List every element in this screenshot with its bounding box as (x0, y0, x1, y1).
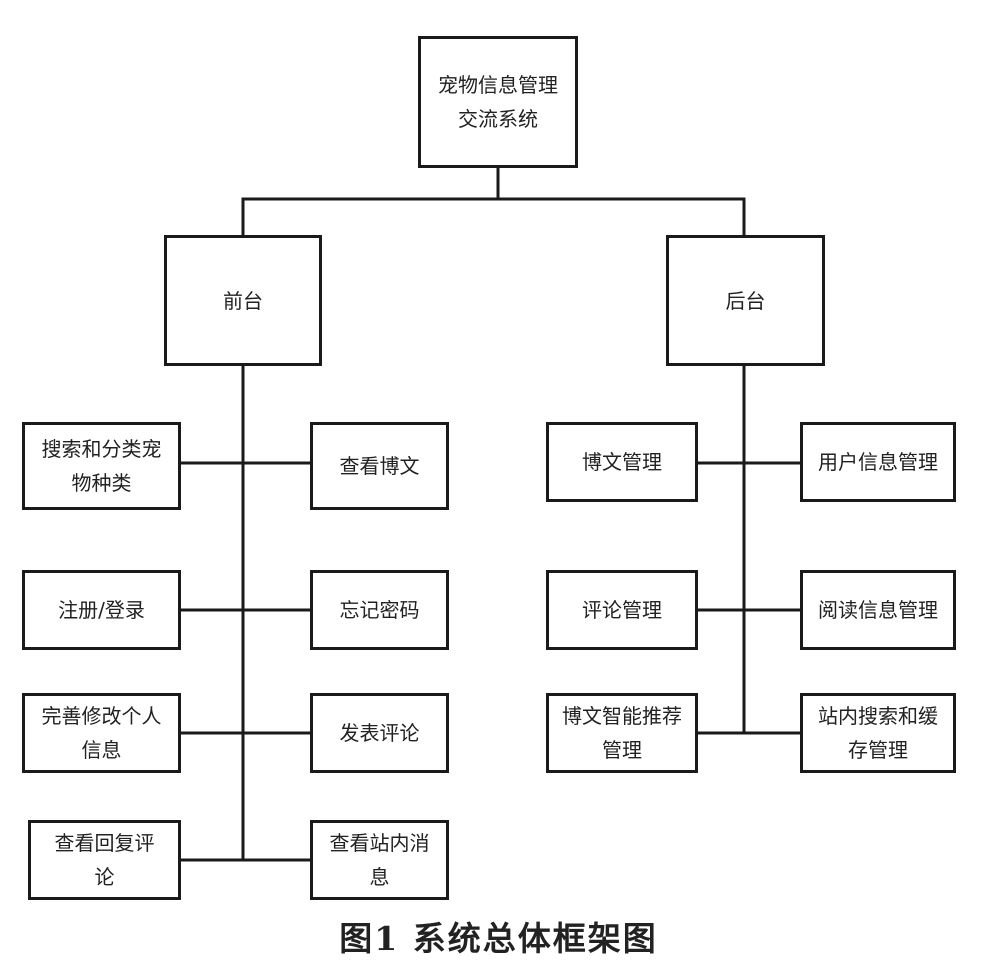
figure-caption: 图1 系统总体框架图 (339, 919, 658, 958)
front-node-label: 前台 (223, 288, 263, 313)
front-item-label: 查看博文 (339, 454, 420, 478)
front-item-edit-profile: 完善修改个人信息 (22, 693, 181, 773)
back-item-comment-management: 评论管理 (546, 570, 698, 650)
back-item-search-cache-management: 站内搜索和缓存管理 (800, 693, 956, 773)
front-item-label: 完善修改个人信息 (41, 704, 162, 762)
front-node: 前台 (164, 235, 322, 366)
back-item-label: 阅读信息管理 (818, 598, 938, 622)
front-item-post-comment: 发表评论 (310, 693, 449, 773)
front-item-view-site-messages: 查看站内消息 (310, 820, 449, 900)
back-node: 后台 (666, 235, 825, 366)
root-node-label: 宠物信息管理交流系统 (438, 73, 558, 131)
back-node-label: 后台 (725, 288, 766, 313)
front-item-search-pet-types: 搜索和分类宠物种类 (22, 422, 181, 510)
front-item-view-replies: 查看回复评论 (28, 820, 181, 900)
front-item-view-posts: 查看博文 (310, 422, 449, 510)
back-item-label: 博文智能推荐管理 (562, 704, 682, 762)
front-item-label: 忘记密码 (339, 598, 420, 622)
front-item-label: 注册/登录 (58, 598, 145, 622)
front-item-label: 发表评论 (339, 721, 420, 745)
front-item-label: 搜索和分类宠物种类 (41, 437, 162, 495)
front-item-label: 查看站内消息 (329, 831, 430, 889)
back-item-label: 博文管理 (582, 450, 662, 474)
back-item-reading-info-management: 阅读信息管理 (800, 570, 956, 650)
front-item-register-login: 注册/登录 (22, 570, 181, 650)
back-item-recommendation-management: 博文智能推荐管理 (546, 693, 698, 773)
root-node: 宠物信息管理交流系统 (418, 36, 578, 168)
back-item-label: 站内搜索和缓存管理 (818, 704, 938, 762)
back-item-post-management: 博文管理 (546, 422, 698, 502)
back-item-label: 用户信息管理 (818, 450, 938, 474)
front-item-forgot-password: 忘记密码 (310, 570, 449, 650)
front-item-label: 查看回复评论 (54, 831, 155, 889)
back-item-label: 评论管理 (582, 598, 662, 622)
back-item-user-info-management: 用户信息管理 (800, 422, 956, 502)
